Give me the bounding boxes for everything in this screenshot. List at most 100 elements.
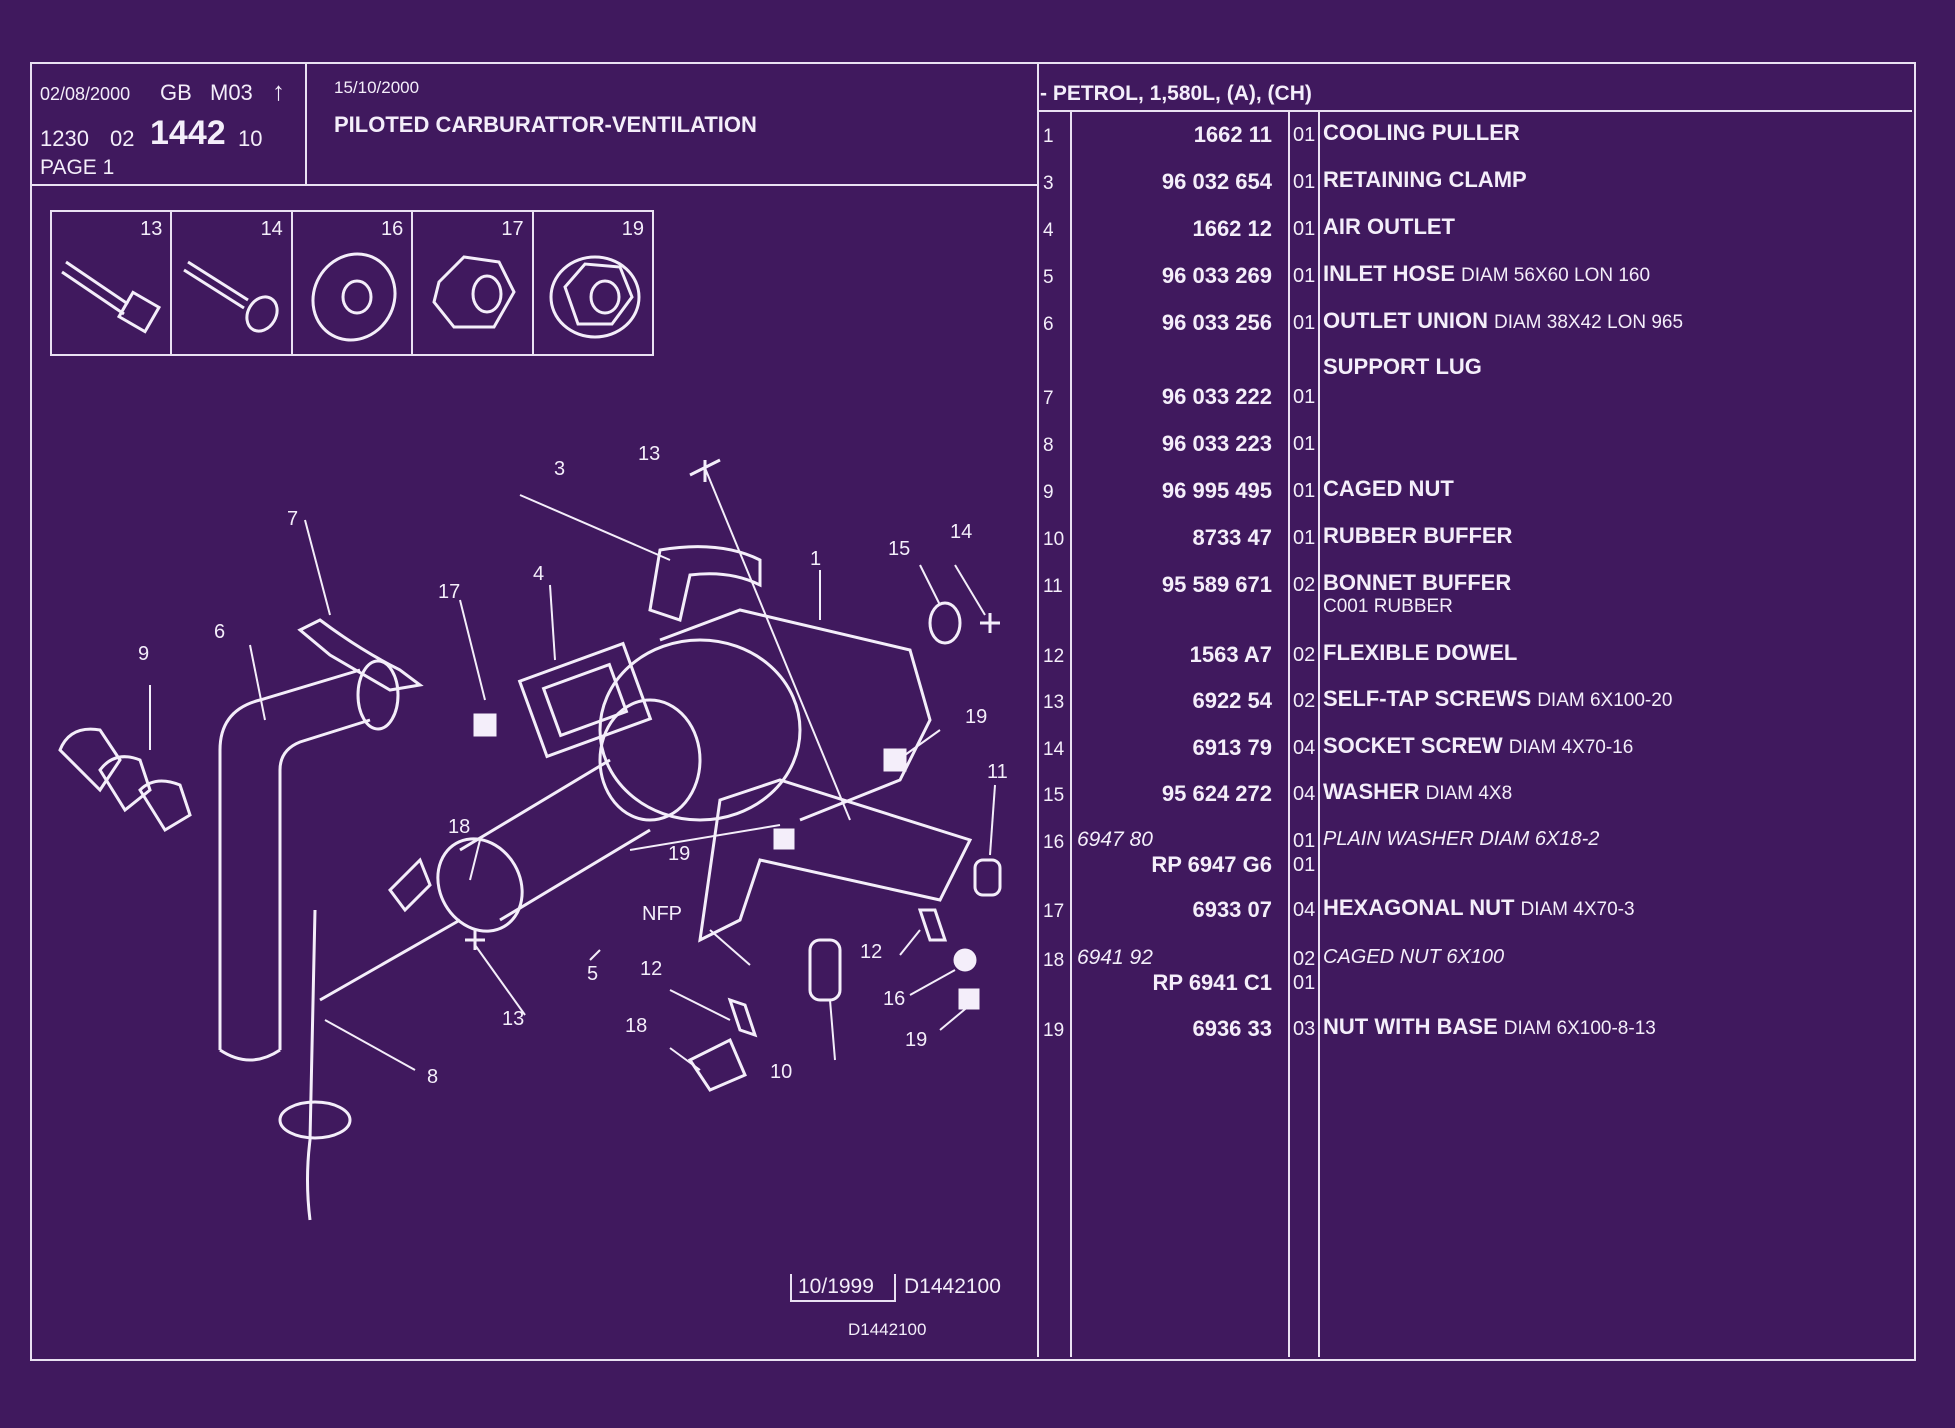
item-desc-text: COOLING PULLER bbox=[1323, 120, 1520, 145]
item-desc-text: INLET HOSE bbox=[1323, 261, 1456, 286]
item-qty: 01 bbox=[1293, 527, 1316, 549]
item-ref: 6922 54 bbox=[1192, 688, 1272, 713]
item-qty: 01 bbox=[1293, 830, 1316, 852]
item-ref: 95 589 671 bbox=[1161, 572, 1272, 597]
hex-nut-icon bbox=[432, 255, 516, 329]
item-qty: 03 bbox=[1293, 1018, 1316, 1040]
header-code-b: 02 bbox=[110, 126, 135, 151]
item-desc-sub: DIAM 56X60 LON 160 bbox=[1461, 265, 1651, 286]
callout-label: 8 bbox=[427, 1066, 438, 1088]
header-lang: GB bbox=[160, 80, 192, 105]
callout-label: 11 bbox=[987, 761, 1008, 783]
col-divider bbox=[1288, 112, 1290, 1357]
item-index: 13 bbox=[1043, 692, 1065, 713]
bolt-icon bbox=[61, 260, 162, 334]
item-qty: 01 bbox=[1293, 480, 1316, 502]
parts-sheet-frame bbox=[30, 62, 1916, 1361]
item-qty: 04 bbox=[1293, 783, 1316, 805]
item-desc: BONNET BUFFER bbox=[1323, 570, 1511, 596]
item-desc-text: FLEXIBLE DOWEL bbox=[1323, 640, 1518, 665]
item-desc-text: BONNET BUFFER bbox=[1323, 570, 1512, 595]
thumb-item: 19 bbox=[534, 212, 652, 354]
item-desc: AIR OUTLET bbox=[1323, 214, 1461, 240]
callout-label: 18 bbox=[448, 816, 470, 838]
thumb-number: 13 bbox=[140, 218, 163, 240]
header-model: M03 bbox=[210, 80, 253, 105]
item-desc-sub: DIAM 4X8 bbox=[1425, 783, 1513, 804]
callout-label: 10 bbox=[770, 1061, 792, 1083]
page-title: PILOTED CARBURATTOR-VENTILATION bbox=[334, 112, 757, 137]
item-desc: FLEXIBLE DOWEL bbox=[1323, 640, 1517, 666]
item-desc-sub: DIAM 6X100-8-13 bbox=[1503, 1018, 1656, 1039]
item-index: 19 bbox=[1043, 1020, 1065, 1041]
item-desc-sub: DIAM 38X42 LON 965 bbox=[1494, 312, 1684, 333]
item-index: 15 bbox=[1043, 785, 1065, 806]
item-qty: 02 bbox=[1293, 644, 1316, 666]
item-index: 12 bbox=[1043, 646, 1065, 667]
header-divider bbox=[30, 184, 1037, 186]
item-ref: 96 033 269 bbox=[1161, 263, 1272, 288]
thumb-number: 19 bbox=[621, 218, 645, 240]
header-page: PAGE 1 bbox=[40, 156, 115, 179]
item-ref: 1662 11 bbox=[1193, 122, 1272, 147]
item-ref: 96 032 654 bbox=[1161, 169, 1272, 194]
col-divider bbox=[1318, 112, 1320, 1357]
item-desc-text: RUBBER BUFFER bbox=[1323, 523, 1513, 548]
item-desc-text: AIR OUTLET bbox=[1323, 214, 1455, 239]
thumb-item: 17 bbox=[413, 212, 534, 354]
thumb-item: 14 bbox=[172, 212, 293, 354]
item-index: 8 bbox=[1043, 435, 1054, 456]
list-item: SUPPORT LUG bbox=[1037, 352, 1912, 392]
callout-label: 7 bbox=[287, 508, 298, 530]
item-desc-text: CAGED NUT bbox=[1323, 476, 1454, 501]
callout-label: NFP bbox=[642, 903, 682, 925]
item-index: 5 bbox=[1043, 267, 1054, 288]
header-col-divider bbox=[305, 62, 307, 184]
item-desc-text: SOCKET SCREW bbox=[1323, 733, 1503, 758]
item-index: 10 bbox=[1043, 529, 1065, 550]
col-divider bbox=[1070, 112, 1072, 1357]
item-index: 16 bbox=[1043, 832, 1065, 853]
up-arrow-icon: ↑ bbox=[272, 76, 285, 106]
item-index: 9 bbox=[1043, 482, 1054, 503]
header-date2: 15/10/2000 bbox=[334, 78, 420, 97]
item-ref: 6933 07 bbox=[1192, 897, 1272, 922]
item-ref: 96 033 223 bbox=[1161, 431, 1272, 456]
item-ref: 96 033 222 bbox=[1161, 384, 1272, 409]
item-desc: PLAIN WASHER DIAM 6X18-2 bbox=[1323, 828, 1600, 850]
item-desc: COOLING PULLER bbox=[1323, 120, 1526, 146]
parts-header-divider bbox=[1037, 110, 1912, 112]
callout-label: 19 bbox=[668, 843, 690, 865]
hardware-thumbnails: 13 14 16 17 19 bbox=[50, 210, 654, 356]
footer-date-box bbox=[790, 1274, 896, 1302]
callout-label: 3 bbox=[554, 458, 565, 480]
item-qty: 02 bbox=[1293, 948, 1316, 970]
item-desc-text: WASHER bbox=[1323, 779, 1420, 804]
item-ref-superseded: 6941 92 bbox=[1077, 946, 1153, 969]
callout-label: 5 bbox=[587, 963, 598, 985]
item-ref: 6936 33 bbox=[1192, 1016, 1272, 1041]
item-desc: CAGED NUT bbox=[1323, 476, 1454, 502]
callout-label: 14 bbox=[950, 521, 972, 543]
thumb-number: 17 bbox=[501, 218, 524, 240]
callout-label: 17 bbox=[438, 581, 460, 603]
item-qty: 02 bbox=[1293, 574, 1316, 596]
item-desc-sub: DIAM 4X70-16 bbox=[1508, 737, 1634, 758]
